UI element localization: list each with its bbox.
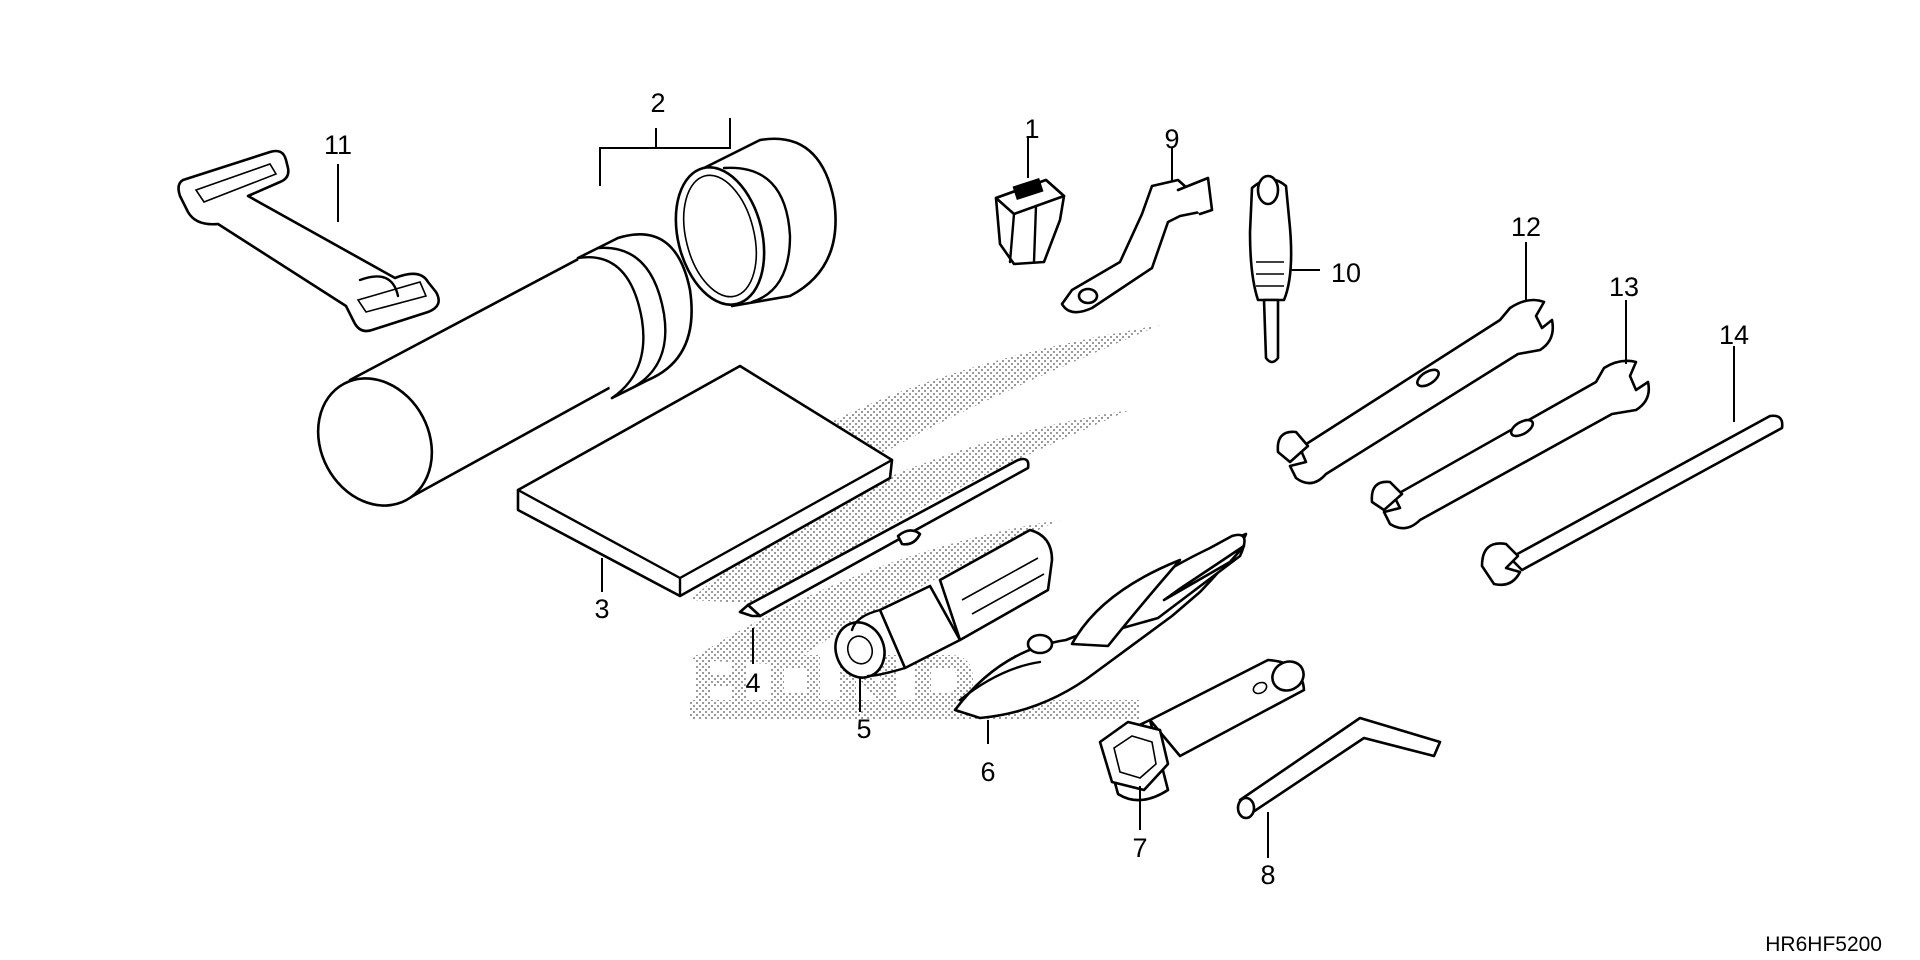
part-5-socket-handle	[834, 528, 1054, 679]
part-2-tool-case-cap	[674, 137, 837, 308]
part-8-hex-key	[1236, 716, 1442, 820]
part-9-spoke-wrench	[1060, 176, 1214, 314]
callout-8: 8	[1260, 860, 1275, 890]
part-14-extension-rod	[1480, 414, 1784, 587]
part-6-pliers	[953, 532, 1248, 720]
callout-4: 4	[745, 668, 760, 698]
part-3-manual-book	[516, 364, 894, 598]
part-2-tool-case	[316, 137, 837, 507]
part-1-fuse	[994, 178, 1066, 266]
part-10-screwdriver-handle	[1248, 174, 1293, 364]
part-11-strap	[177, 149, 440, 333]
part-4-screwdriver	[738, 457, 1030, 618]
callout-12: 12	[1511, 212, 1541, 242]
part-13-open-end-wrench	[1370, 359, 1651, 530]
callout-14: 14	[1719, 320, 1749, 350]
callout-9: 9	[1164, 124, 1179, 154]
part-7-spark-plug-wrench	[1098, 658, 1306, 802]
callout-13: 13	[1609, 272, 1639, 302]
part-12-open-end-wrench	[1276, 298, 1555, 485]
callout-7: 7	[1132, 833, 1147, 863]
diagram-code: HR6HF5200	[1765, 933, 1882, 956]
callout-6: 6	[980, 757, 995, 787]
leader-lines	[337, 118, 1735, 858]
callout-11: 11	[324, 130, 352, 160]
callout-2: 2	[650, 88, 665, 118]
callout-3: 3	[594, 594, 609, 624]
callout-1: 1	[1024, 114, 1039, 144]
callout-10: 10	[1331, 258, 1361, 288]
callout-5: 5	[856, 714, 871, 744]
